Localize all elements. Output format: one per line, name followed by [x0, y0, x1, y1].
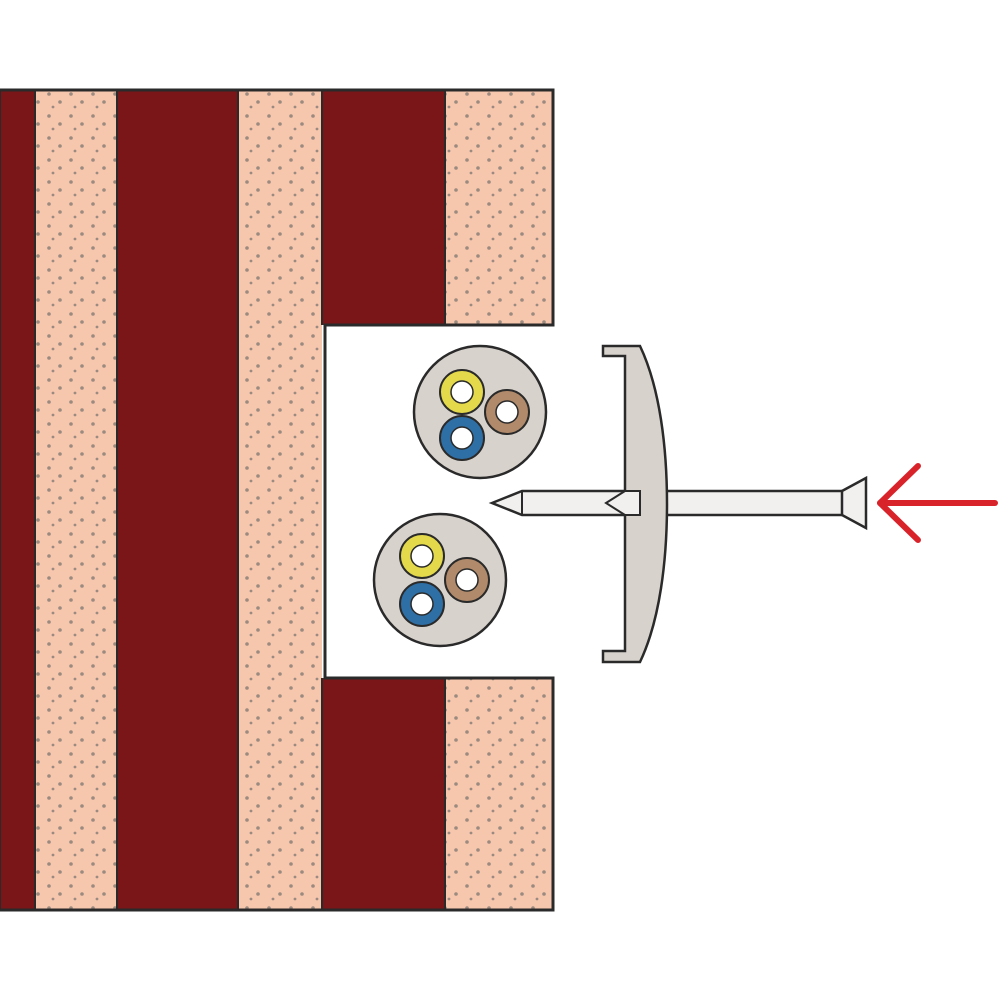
plaster-texture	[445, 90, 553, 325]
nail	[488, 475, 868, 531]
brick-layer	[0, 90, 35, 910]
arrow-icon	[877, 463, 998, 543]
wall-layers	[0, 90, 553, 910]
nail-through-clip	[604, 490, 641, 516]
plaster-texture	[445, 678, 553, 910]
conductor-core	[455, 568, 479, 592]
brick-layer	[322, 678, 445, 910]
nail-shank	[488, 489, 860, 517]
wall	[0, 88, 555, 912]
brick-layer	[117, 90, 238, 910]
conductor-core	[495, 400, 519, 424]
plaster-texture	[35, 90, 117, 910]
plaster-texture	[238, 90, 322, 910]
cable-lower	[372, 512, 508, 648]
cable-upper	[412, 344, 548, 480]
wall-outline	[0, 88, 555, 912]
conductor-core	[410, 592, 434, 616]
conductor-core	[450, 426, 474, 450]
conductor-core	[450, 380, 474, 404]
nail-head	[840, 475, 868, 531]
arrow-head	[877, 463, 921, 543]
cable-clip	[601, 344, 669, 664]
brick-layer	[322, 90, 445, 325]
conductor-core	[410, 544, 434, 568]
